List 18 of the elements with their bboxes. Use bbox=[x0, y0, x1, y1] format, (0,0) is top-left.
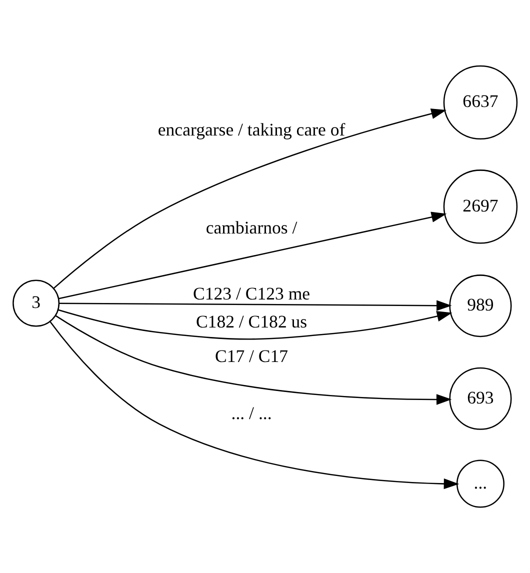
arrow bbox=[53, 108, 446, 289]
arrow bbox=[50, 321, 460, 490]
edge-label: encargarse / taking care of bbox=[158, 120, 346, 140]
edge-label: C123 / C123 me bbox=[192, 284, 310, 304]
node-circle: ... bbox=[456, 460, 504, 508]
arrow bbox=[55, 315, 452, 405]
node-circle: 6637 bbox=[443, 65, 518, 140]
edge-label: cambiarnos / bbox=[206, 218, 298, 238]
edge-label: C182 / C182 us bbox=[196, 312, 308, 332]
arrow bbox=[58, 212, 447, 300]
node-circle: 3 bbox=[12, 280, 60, 327]
node-circle: 693 bbox=[449, 367, 512, 430]
edge-label: C17 / C17 bbox=[214, 346, 288, 366]
node-circle: 2697 bbox=[443, 170, 518, 244]
arrow bbox=[59, 300, 452, 311]
node-circle: 989 bbox=[449, 274, 512, 338]
edge-label: ... / ... bbox=[231, 403, 272, 424]
arrow bbox=[58, 309, 452, 340]
